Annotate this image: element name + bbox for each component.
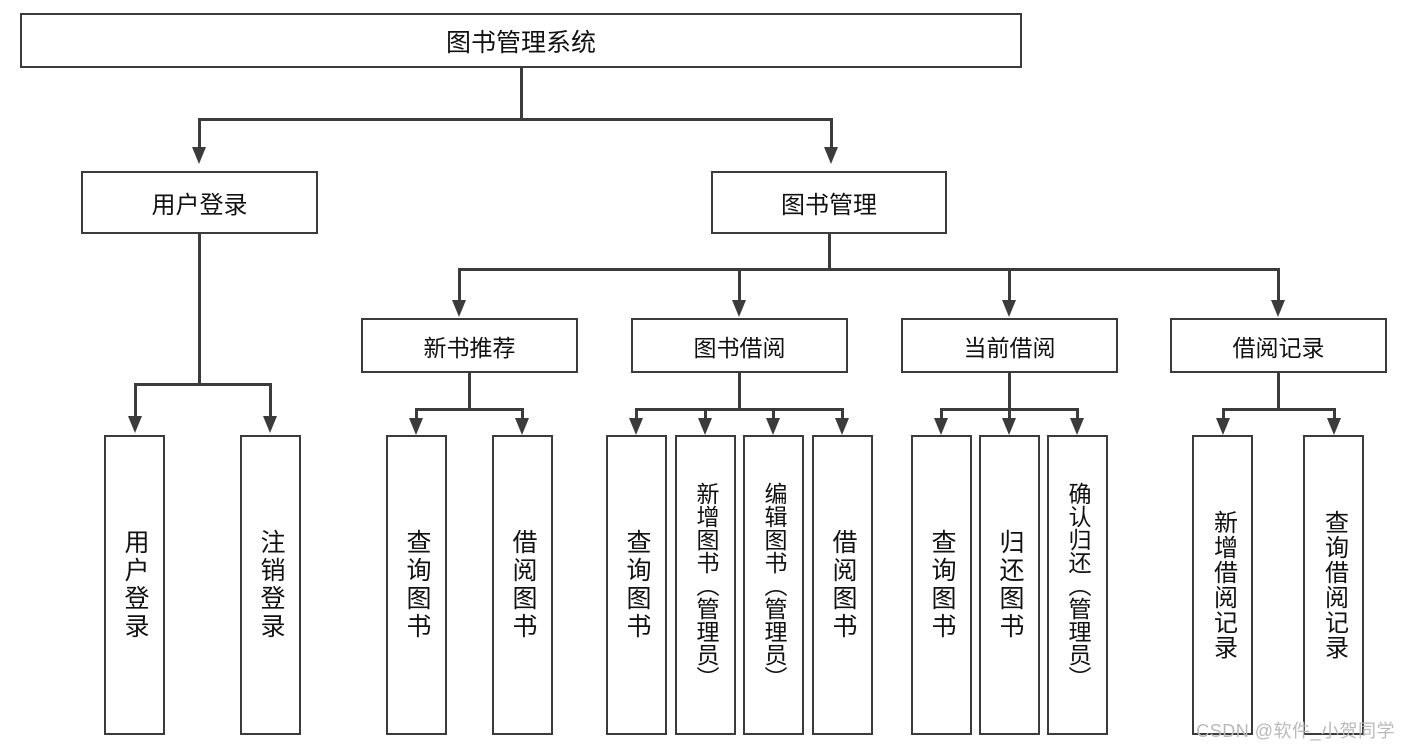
- connector-root-to-bookmgmt: [830, 118, 833, 147]
- arrow-recommend-2: [515, 418, 529, 435]
- node-label: 用户登录: [151, 192, 248, 219]
- connector-record-drop-1: [1222, 408, 1225, 420]
- arrow-current-2: [1002, 418, 1016, 435]
- node-label: 新书推荐: [423, 334, 516, 361]
- leaf-logout[interactable]: 注销登录: [240, 435, 301, 735]
- connector-root-bar: [198, 118, 832, 121]
- connector-borrow-drop-4: [841, 408, 844, 420]
- arrow-root-to-login: [192, 147, 206, 164]
- node-label: 注销登录: [257, 529, 285, 641]
- node-label: 查询借阅记录: [1320, 510, 1348, 660]
- node-label: 归还图书: [996, 529, 1024, 641]
- arrow-level2-3: [1002, 300, 1016, 317]
- node-label: 新增借阅记录: [1209, 510, 1237, 660]
- node-new-book-recommend[interactable]: 新书推荐: [361, 318, 578, 373]
- leaf-record-add-record[interactable]: 新增借阅记录: [1192, 435, 1253, 735]
- arrow-login-to-leaf2: [263, 416, 277, 433]
- connector-current-drop-2: [1008, 408, 1011, 420]
- watermark-text: CSDN @软件_小贺同学: [1196, 721, 1395, 741]
- connector-recommend-drop-2: [521, 408, 524, 420]
- leaf-borrow-borrow-book[interactable]: 借阅图书: [812, 435, 873, 735]
- connector-borrow-bar: [635, 408, 843, 411]
- node-label: 查询图书: [623, 529, 651, 641]
- connector-login-to-leaf1: [134, 383, 137, 418]
- node-label: 借阅图书: [509, 529, 537, 641]
- node-label: 借阅记录: [1232, 334, 1325, 361]
- node-user-login[interactable]: 用户登录: [81, 171, 318, 234]
- connector-current-drop-1: [940, 408, 943, 420]
- connector-borrow-drop-3: [772, 408, 775, 420]
- node-label: 查询图书: [403, 529, 431, 641]
- node-label: 编辑图书（管理员）: [761, 481, 787, 689]
- node-book-management[interactable]: 图书管理: [711, 171, 947, 234]
- arrow-record-2: [1327, 418, 1341, 435]
- connector-level2-drop-3: [1008, 268, 1011, 302]
- leaf-current-query-book[interactable]: 查询图书: [911, 435, 972, 735]
- connector-root-stem: [520, 68, 523, 120]
- connector-current-stem: [1008, 373, 1011, 410]
- connector-recommend-bar: [415, 408, 523, 411]
- connector-borrow-drop-1: [635, 408, 638, 420]
- arrow-level2-2: [732, 300, 746, 317]
- connector-login-to-leaf2: [269, 383, 272, 418]
- arrow-login-to-leaf1: [128, 416, 142, 433]
- connector-borrow-stem: [738, 373, 741, 410]
- connector-record-drop-2: [1333, 408, 1336, 420]
- connector-recommend-drop-1: [415, 408, 418, 420]
- node-label: 图书借阅: [693, 334, 786, 361]
- connector-login-bar: [134, 383, 271, 386]
- arrow-level2-4: [1271, 300, 1285, 317]
- arrow-recommend-1: [409, 418, 423, 435]
- leaf-current-confirm-return[interactable]: 确认归还（管理员）: [1047, 435, 1108, 735]
- arrow-current-1: [934, 418, 948, 435]
- node-label: 当前借阅: [963, 334, 1056, 361]
- leaf-recommend-borrow-book[interactable]: 借阅图书: [492, 435, 553, 735]
- arrow-borrow-1: [629, 418, 643, 435]
- node-label: 确认归还（管理员）: [1065, 481, 1091, 689]
- connector-bookmgmt-stem: [828, 234, 831, 270]
- connector-level2-bar: [458, 268, 1280, 271]
- connector-level2-drop-1: [458, 268, 461, 302]
- leaf-borrow-edit-book[interactable]: 编辑图书（管理员）: [743, 435, 804, 735]
- node-label: 图书管理: [781, 192, 877, 219]
- arrow-current-3: [1070, 418, 1084, 435]
- arrow-borrow-2: [698, 418, 712, 435]
- node-borrow-record[interactable]: 借阅记录: [1170, 318, 1387, 373]
- node-label: 用户登录: [121, 529, 149, 641]
- leaf-current-return-book[interactable]: 归还图书: [979, 435, 1040, 735]
- connector-borrow-drop-2: [704, 408, 707, 420]
- connector-record-stem: [1277, 373, 1280, 410]
- leaf-record-query-record[interactable]: 查询借阅记录: [1303, 435, 1364, 735]
- connector-level2-drop-2: [738, 268, 741, 302]
- arrow-borrow-3: [766, 418, 780, 435]
- leaf-borrow-query-book[interactable]: 查询图书: [606, 435, 667, 735]
- arrow-root-to-bookmgmt: [824, 147, 838, 164]
- arrow-level2-1: [452, 300, 466, 317]
- node-label: 新增图书（管理员）: [693, 481, 719, 689]
- arrow-borrow-4: [835, 418, 849, 435]
- connector-root-to-login: [198, 118, 201, 147]
- connector-record-bar: [1222, 408, 1335, 411]
- connector-level2-drop-4: [1277, 268, 1280, 302]
- arrow-record-1: [1216, 418, 1230, 435]
- leaf-user-login[interactable]: 用户登录: [104, 435, 165, 735]
- connector-current-drop-3: [1076, 408, 1079, 420]
- leaf-borrow-add-book[interactable]: 新增图书（管理员）: [675, 435, 736, 735]
- node-current-borrow[interactable]: 当前借阅: [901, 318, 1118, 373]
- node-label: 查询图书: [928, 529, 956, 641]
- connector-login-stem: [198, 234, 201, 385]
- leaf-recommend-query-book[interactable]: 查询图书: [386, 435, 447, 735]
- node-root-system[interactable]: 图书管理系统: [20, 13, 1022, 68]
- node-label: 图书管理系统: [445, 28, 596, 57]
- connector-recommend-stem: [468, 373, 471, 410]
- node-label: 借阅图书: [829, 529, 857, 641]
- node-book-borrow[interactable]: 图书借阅: [631, 318, 848, 373]
